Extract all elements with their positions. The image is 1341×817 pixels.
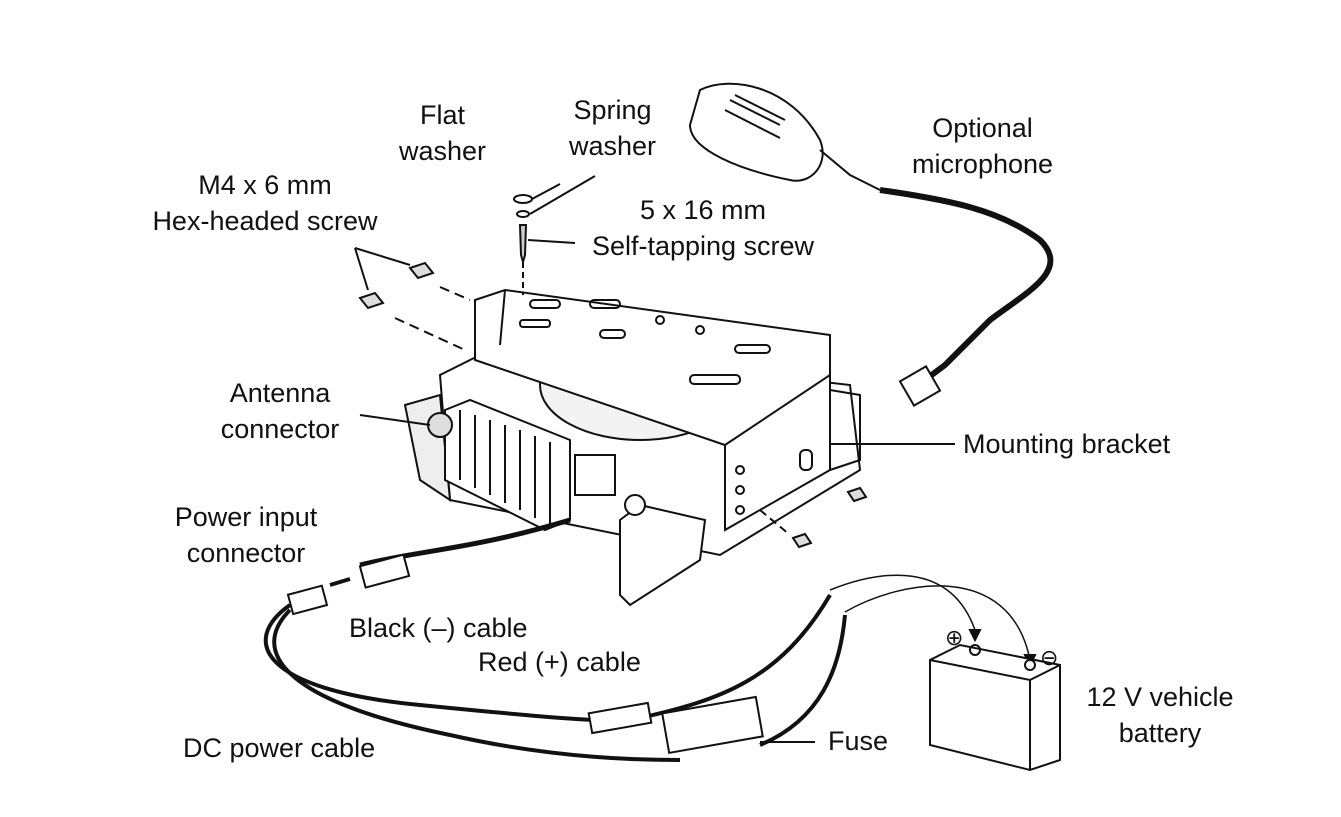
label-line: connector bbox=[186, 538, 306, 568]
label-line: Self-tapping screw bbox=[591, 231, 815, 261]
power-input-connector-label: Power input connector bbox=[160, 499, 332, 571]
battery-label: 12 V vehicle battery bbox=[1070, 679, 1250, 751]
antenna-connector-label: Antenna connector bbox=[205, 375, 355, 447]
power-input-connector bbox=[358, 553, 411, 589]
hardware bbox=[354, 175, 868, 549]
label-line: 12 V vehicle bbox=[1086, 682, 1234, 712]
label-line: washer bbox=[568, 131, 657, 161]
label-line: Antenna bbox=[229, 378, 331, 408]
label-line: Optional bbox=[932, 113, 1033, 143]
label-line: Power input bbox=[174, 502, 318, 532]
mounting-bracket bbox=[474, 288, 955, 532]
mounting-bracket-label: Mounting bracket bbox=[963, 429, 1171, 459]
label-line: Spring bbox=[573, 95, 652, 125]
label-line: M4 x 6 mm bbox=[198, 170, 332, 200]
black-cable-label: Black (–) cable bbox=[349, 613, 528, 643]
microphone bbox=[688, 82, 1054, 407]
label-line: microphone bbox=[911, 149, 1054, 179]
minus-terminal-symbol: ⊖ bbox=[1040, 645, 1059, 670]
red-cable-label: Red (+) cable bbox=[478, 647, 641, 677]
label-line: Flat bbox=[419, 100, 465, 130]
label-line: Hex-headed screw bbox=[152, 206, 378, 236]
fuse-label: Fuse bbox=[828, 726, 889, 756]
flat-washer-label: Flat washer bbox=[385, 97, 500, 169]
fuse-holder bbox=[661, 695, 764, 755]
label-line: connector bbox=[220, 414, 340, 444]
microphone-label: Optional microphone bbox=[895, 110, 1070, 182]
label-line: washer bbox=[398, 136, 487, 166]
hex-screw-label: M4 x 6 mm Hex-headed screw bbox=[130, 167, 400, 239]
dc-power-cable-label: DC power cable bbox=[183, 733, 376, 763]
label-line: 5 x 16 mm bbox=[639, 195, 767, 225]
self-tapping-screw-label: 5 x 16 mm Self-tapping screw bbox=[572, 192, 834, 264]
antenna-connector bbox=[427, 412, 453, 438]
battery-icon bbox=[929, 643, 1061, 772]
plus-terminal-symbol: ⊕ bbox=[945, 625, 964, 650]
label-line: battery bbox=[1118, 718, 1202, 748]
spring-washer-label: Spring washer bbox=[550, 92, 675, 164]
